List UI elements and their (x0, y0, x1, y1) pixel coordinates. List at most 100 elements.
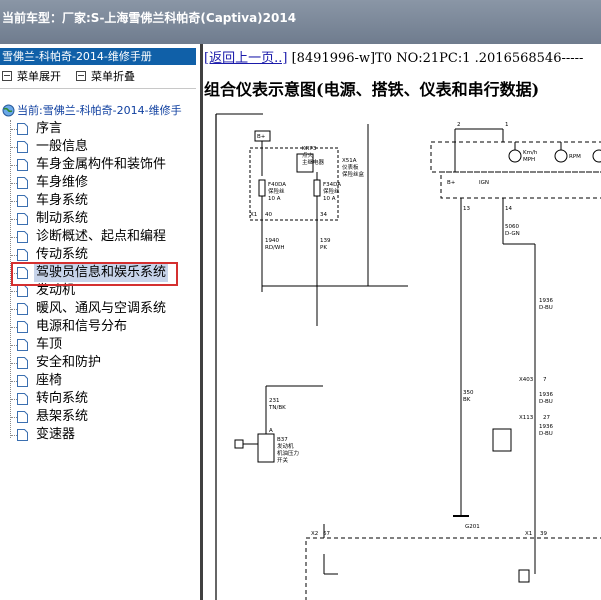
tree-item[interactable]: 转向系统 (0, 390, 200, 408)
diagram-label-f34da-amp: 10 A (323, 196, 336, 202)
diagram-label-pin2: 2 (457, 122, 461, 128)
diagram-label-pin13: 13 (463, 206, 470, 212)
diagram-label-pin7: 7 (543, 377, 547, 383)
document-icon (17, 285, 28, 297)
globe-icon (2, 104, 15, 117)
tree-item[interactable]: 驾驶员信息和娱乐系统 (0, 264, 200, 282)
tree-root-item[interactable]: 当前:雪佛兰-科帕奇-2014-维修手 (0, 102, 200, 120)
tree-item[interactable]: 悬架系统 (0, 408, 200, 426)
diagram-label-kr73: KR73 (302, 146, 317, 152)
diagram-label-b37-name1: 发动机 (277, 442, 294, 450)
diagram-label-bplus-cluster: B+ (447, 180, 456, 186)
tree-connector (11, 345, 17, 346)
document-icon (17, 231, 28, 243)
diagram-label-w231-color: TN/BK (268, 405, 286, 411)
tree-item[interactable]: 诊断概述、起点和编程 (0, 228, 200, 246)
diagram-label-w1936a-color: D-BU (539, 305, 553, 311)
document-icon (17, 339, 28, 351)
tree-item[interactable]: 电源和信号分布 (0, 318, 200, 336)
tree-item-label: 变速器 (36, 427, 76, 442)
tree-item[interactable]: 车身金属构件和装饰件 (0, 156, 200, 174)
tree-connector (11, 363, 17, 364)
collapse-menu-button[interactable]: 菜单折叠 (76, 67, 135, 87)
tree-connector (11, 327, 17, 328)
tree-item[interactable]: 暖风、通风与空调系统 (0, 300, 200, 318)
tree-connector (11, 165, 17, 166)
tree-connector (11, 255, 17, 256)
content-panel: [返回上一页..] [8491996-w]T0 NO:21PC:1 .20165… (203, 44, 601, 600)
manual-header: 雪佛兰-科帕奇-2014-维修手册 (0, 48, 196, 65)
tree-item[interactable]: 一般信息 (0, 138, 200, 156)
tree-item-label: 转向系统 (36, 391, 89, 406)
diagram-label-pin67: 67 (323, 531, 330, 537)
diagram-label-pin34: 34 (320, 212, 327, 218)
diagram-label-x403: X403 (519, 377, 534, 383)
diagram-label-pin40: 40 (265, 212, 272, 218)
diagram-label-w1936c: 1936 (539, 424, 553, 430)
tree-item[interactable]: 座椅 (0, 372, 200, 390)
document-icon (17, 429, 28, 441)
tree-item-label: 安全和防护 (36, 355, 102, 370)
tree-connector (11, 129, 17, 130)
tree-connector (11, 309, 17, 310)
diagram-label-w350: 350 (463, 390, 474, 396)
collapse-menu-label: 菜单折叠 (91, 70, 135, 83)
back-link[interactable]: [返回上一页..] (204, 51, 288, 66)
tree-connector (11, 237, 17, 238)
diagram-label-w1936a: 1936 (539, 298, 553, 304)
diagram-label-w5060-color: D-GN (505, 231, 520, 237)
selection-highlight-box (11, 262, 178, 286)
document-icon (17, 267, 28, 279)
tree-item[interactable]: 车身维修 (0, 174, 200, 192)
diagram-label-ign: IGN (479, 180, 489, 186)
panel-splitter[interactable] (200, 44, 203, 600)
tree-item-label: 车顶 (36, 337, 63, 352)
diagram-label-pin1: 1 (505, 122, 509, 128)
tree-connector (11, 417, 17, 418)
tree-item-label: 驾驶员信息和娱乐系统 (34, 264, 169, 282)
tree-item-label: 座椅 (36, 373, 63, 388)
diagram-label-mph: MPH (523, 157, 535, 163)
document-icon (17, 159, 28, 171)
tree-item[interactable]: 安全和防护 (0, 354, 200, 372)
diagram-label-g201: G201 (465, 524, 480, 530)
window-title-bar: 当前车型：厂家:S-上海雪佛兰科帕奇(Captiva)2014 (0, 0, 601, 44)
diagram-label-x2: X2 (311, 531, 318, 537)
document-icon (17, 303, 28, 315)
document-icon (17, 411, 28, 423)
diagram-label-w1940-color: RD/WH (265, 245, 284, 251)
diagram-label-bplus-left: B+ (257, 134, 266, 140)
diagram-label-w1940: 1940 (265, 238, 279, 244)
tree-item[interactable]: 传动系统 (0, 246, 200, 264)
tree-item-label: 车身系统 (36, 193, 89, 208)
document-icon (17, 141, 28, 153)
diagram-label-x113: X113 (519, 415, 534, 421)
tree-item-label: 制动系统 (36, 211, 89, 226)
tree-connector (11, 399, 17, 400)
diagram-label-kmh: Km/h (523, 150, 538, 156)
tree-connector (11, 381, 17, 382)
tree-connector (11, 273, 17, 274)
tree-item[interactable]: 序言 (0, 120, 200, 138)
tree-item[interactable]: 发动机 (0, 282, 200, 300)
tree-item[interactable]: 车身系统 (0, 192, 200, 210)
document-icon (17, 123, 28, 135)
tree-item-label: 悬架系统 (36, 409, 89, 424)
document-icon (17, 195, 28, 207)
diagram-label-w350-color: BK (463, 397, 471, 403)
expand-menu-button[interactable]: 菜单展开 (2, 67, 61, 87)
wiring-diagram: B+ X51A 仪表板 保险丝盒 KR73 点火 主继电器 F40DA 保险丝 … (215, 113, 601, 600)
tree-connector (11, 291, 17, 292)
expand-menu-label: 菜单展开 (17, 70, 61, 83)
diagram-label-pin14: 14 (505, 206, 512, 212)
tree-item[interactable]: 车顶 (0, 336, 200, 354)
document-nav-line: [返回上一页..] [8491996-w]T0 NO:21PC:1 .20165… (204, 47, 583, 66)
tree-item[interactable]: 制动系统 (0, 210, 200, 228)
tree-item-label: 发动机 (36, 283, 76, 298)
tree-item[interactable]: 变速器 (0, 426, 200, 444)
diagram-label-f34da: F34DA (323, 182, 341, 188)
tree-toolbar: 菜单展开 菜单折叠 (0, 67, 196, 87)
diagram-label-w5060: 5060 (505, 224, 519, 230)
tree-item-label: 车身维修 (36, 175, 89, 190)
diagram-label-b37-name2: 机油压力 (277, 449, 299, 457)
